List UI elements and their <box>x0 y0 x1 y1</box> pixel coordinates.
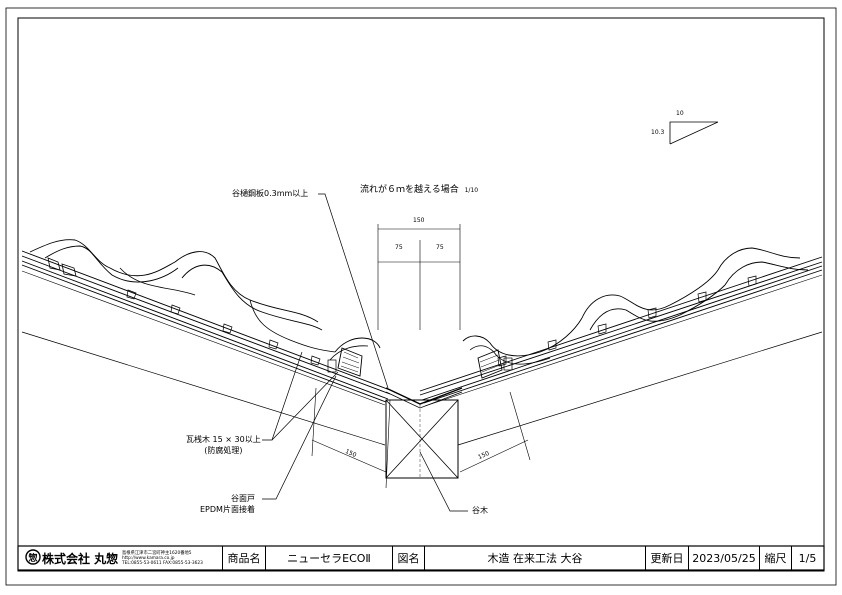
label-valley-sheet: 谷樋鋼板0.3mm以上 <box>232 189 309 198</box>
right-roof-slope <box>419 247 823 446</box>
valley-wood-block <box>385 399 459 479</box>
scale-value: 1/5 <box>798 551 817 565</box>
svg-text:惣: 惣 <box>28 552 37 564</box>
leader-lines <box>262 193 468 512</box>
dim-top-total: 150 <box>413 217 425 224</box>
company-name: 株式会社 丸惣 <box>42 551 119 566</box>
condition-note: 流れが６ｍを越える場合 1/10 <box>360 185 479 195</box>
company-info: 島根県江津市二宮町神主1620番地5 http://www.kamara.co.… <box>122 546 222 570</box>
product-label: 商品名 <box>227 552 261 565</box>
title-block-frame <box>17 545 825 571</box>
company-logo-mark: 惣 <box>25 549 41 565</box>
scale-label: 縮尺 <box>764 552 787 565</box>
valley-assembly <box>385 387 463 479</box>
drawing-label: 図名 <box>397 552 420 565</box>
left-roof-slope <box>21 239 391 446</box>
product-value: ニューセラECOⅡ <box>287 552 371 565</box>
slope-scale-top: 10 <box>676 110 684 117</box>
updated-value: 2023/05/25 <box>692 551 756 565</box>
drawing-value: 木造 在来工法 大谷 <box>487 552 583 565</box>
condition-scale: 1/10 <box>464 187 479 194</box>
dim-top-right-half: 75 <box>436 244 444 251</box>
dim-top-left-half: 75 <box>395 244 403 251</box>
label-valley-seal-line2: EPDM片面接着 <box>200 505 255 514</box>
label-batten-line1: 瓦桟木 15 × 30以上 <box>186 435 261 444</box>
label-batten: 瓦桟木 15 × 30以上 (防腐処理) <box>186 434 261 456</box>
company-url: http://www.kamara.co.jp <box>122 555 175 561</box>
inner-frame <box>17 17 825 572</box>
updated-label: 更新日 <box>650 552 684 565</box>
label-valley-seal-line1: 谷面戸 <box>230 494 255 503</box>
label-valley-wood: 谷木 <box>472 506 488 515</box>
outer-frame <box>5 7 837 586</box>
dimension-lines <box>311 224 531 489</box>
company-address: 島根県江津市二宮町神主1620番地5 <box>122 550 192 556</box>
company-tel: TEL:0855-53-0611 FAX:0855-53-3623 <box>122 560 203 566</box>
label-batten-line2: (防腐処理) <box>204 446 243 455</box>
label-valley-seal: 谷面戸 EPDM片面接着 <box>200 493 255 515</box>
slope-scale-side: 10.3 <box>651 129 665 136</box>
slope-symbol <box>669 121 719 145</box>
